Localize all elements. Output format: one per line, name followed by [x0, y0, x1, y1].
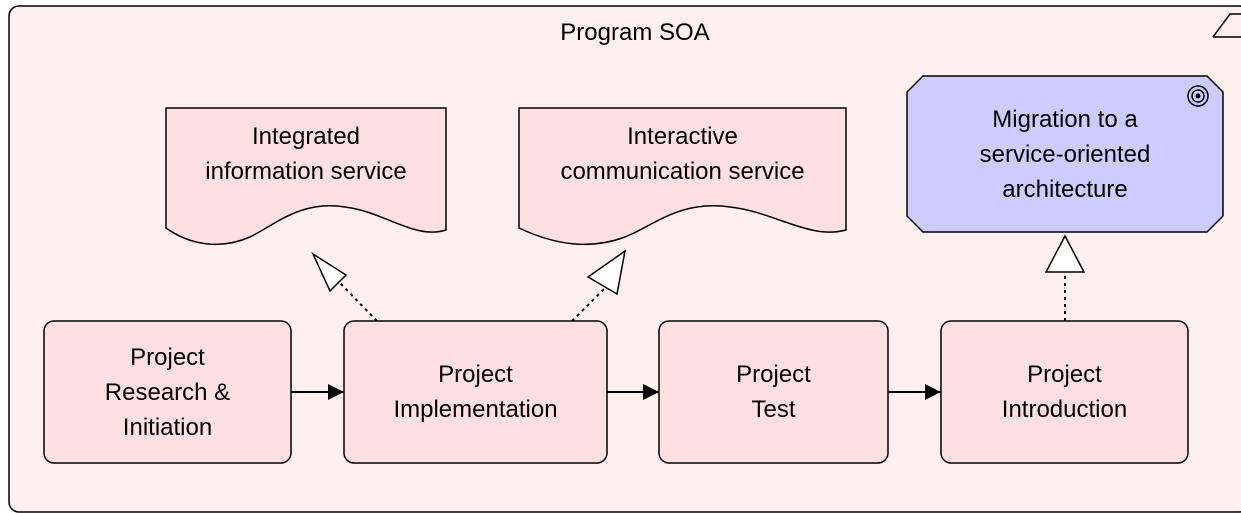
target-icon — [1187, 85, 1209, 107]
realization-arrow[interactable] — [571, 249, 627, 322]
goal-migration-soa[interactable] — [906, 75, 1224, 233]
work-package-introduction[interactable] — [940, 320, 1189, 464]
realization-arrow[interactable] — [1044, 234, 1086, 321]
realization-arrow[interactable] — [311, 252, 378, 322]
deliverable-integrated-information-service[interactable] — [165, 107, 447, 246]
work-package-implementation[interactable] — [343, 320, 608, 464]
deliverable-interactive-communication-service[interactable] — [518, 107, 847, 246]
grouping-icon — [1212, 13, 1241, 38]
work-package-test[interactable] — [658, 320, 889, 464]
work-package-research-initiation[interactable] — [43, 320, 292, 464]
